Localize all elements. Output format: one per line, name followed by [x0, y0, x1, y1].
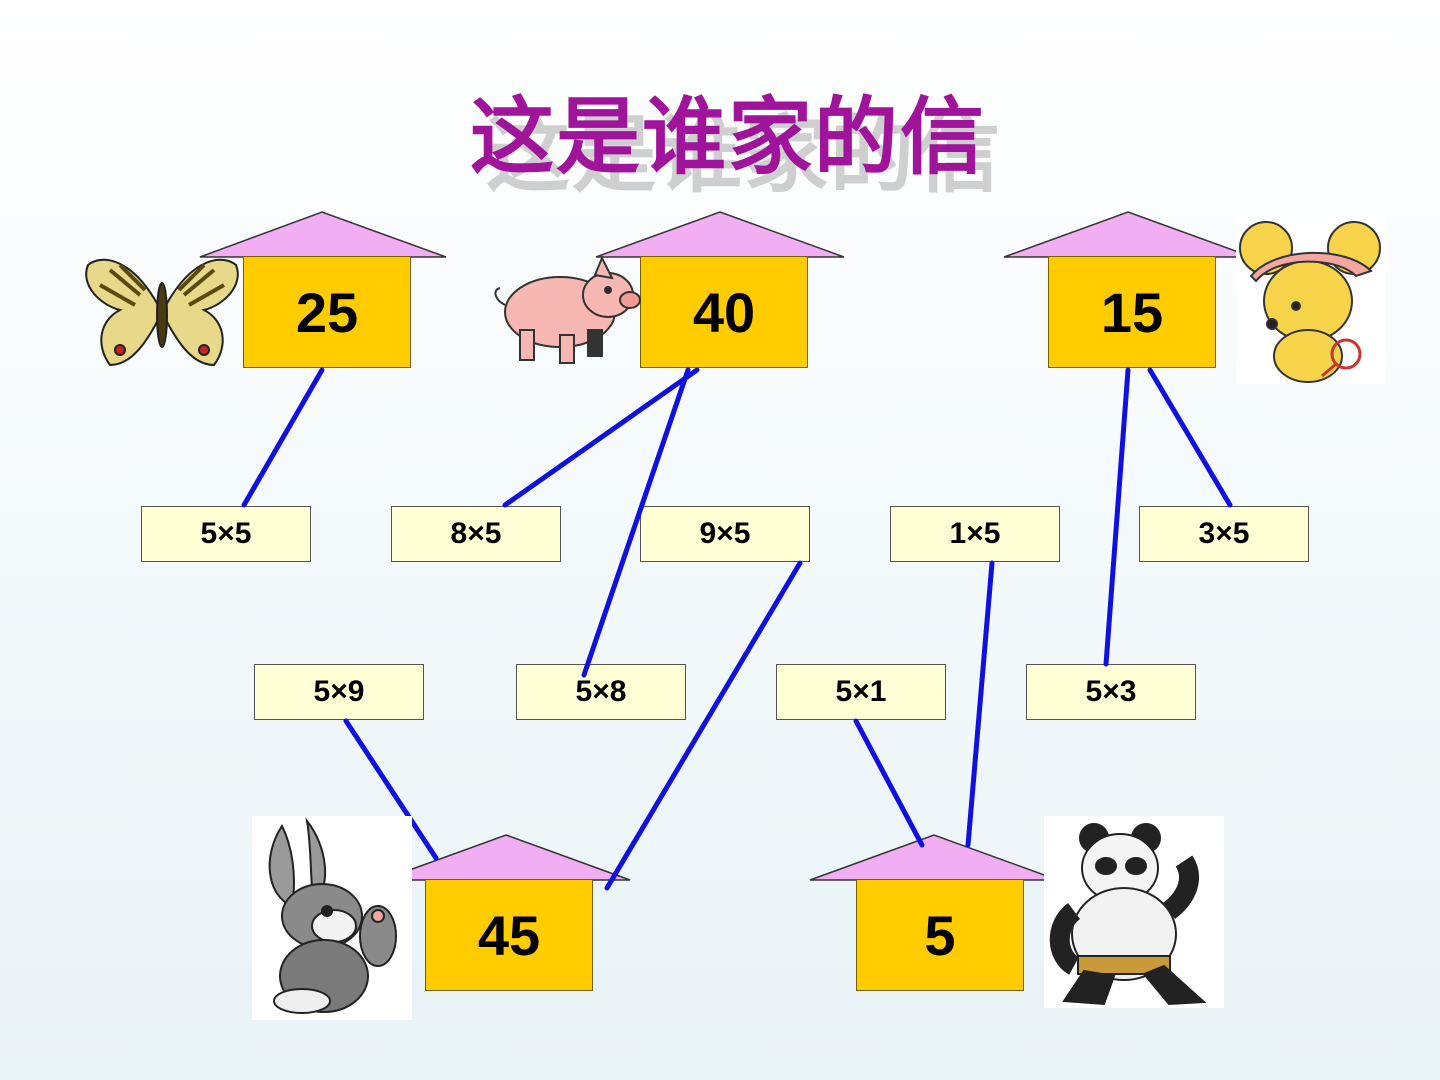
mouse-icon [1236, 216, 1386, 384]
letter-card[interactable]: 8×5 [391, 506, 561, 562]
letter-card[interactable]: 5×5 [141, 506, 311, 562]
slide-title: 这是谁家的信 [470, 88, 987, 186]
line-15-3x5 [1147, 367, 1233, 508]
rabbit-icon [252, 816, 412, 1020]
line-40-5x8 [581, 367, 691, 678]
line-15-5x3 [1103, 367, 1131, 667]
letter-card[interactable]: 5×9 [254, 664, 424, 720]
line-5-5x1 [853, 718, 925, 848]
line-25-5x5 [241, 367, 325, 508]
pig-icon [494, 255, 641, 364]
letter-card[interactable]: 9×5 [640, 506, 810, 562]
house-15[interactable]: 15 [1048, 256, 1216, 368]
title-shadow: 这是谁家的信 [486, 106, 1003, 204]
panda-icon [1044, 816, 1224, 1008]
letter-card[interactable]: 3×5 [1139, 506, 1309, 562]
letter-card[interactable]: 1×5 [890, 506, 1060, 562]
letter-card[interactable]: 5×3 [1026, 664, 1196, 720]
line-45-5x9 [343, 718, 439, 861]
line-40-8x5 [502, 367, 700, 508]
slide-title-area: 这是谁家的信 这是谁家的信 [0, 70, 1440, 204]
house-45[interactable]: 45 [425, 879, 593, 991]
letter-card[interactable]: 5×8 [516, 664, 686, 720]
line-5-1x5 [965, 560, 995, 848]
butterfly-icon [85, 258, 239, 367]
house-25[interactable]: 25 [243, 256, 411, 368]
letter-card[interactable]: 5×1 [776, 664, 946, 720]
house-5[interactable]: 5 [856, 879, 1024, 991]
line-45-9x5 [604, 560, 803, 891]
house-40[interactable]: 40 [640, 256, 808, 368]
